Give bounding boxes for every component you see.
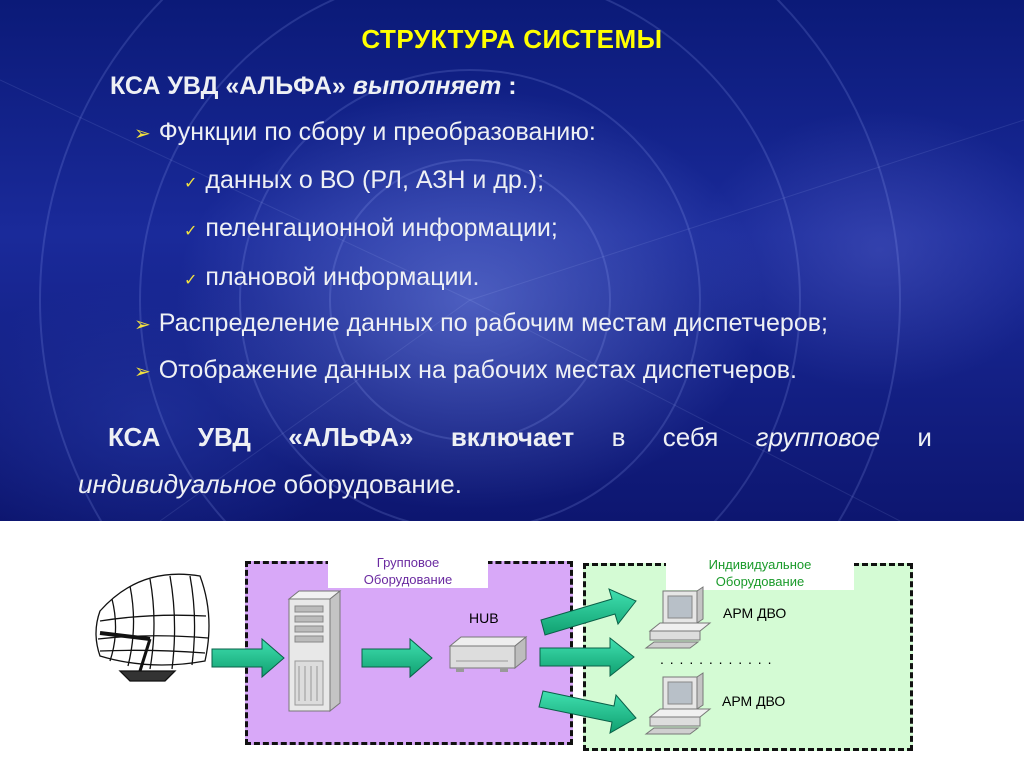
bullet-item: ➢ Распределение данных по рабочим местам … (134, 309, 828, 338)
para-word: включает (450, 422, 575, 452)
para-italic: индивидуальное (78, 469, 277, 499)
slide-header-area: СТРУКТУРА СИСТЕМЫ КСА УВД «АЛЬФА» выполн… (0, 0, 1024, 521)
para-word: УВД (197, 422, 251, 452)
flow-arrow (539, 636, 635, 678)
para-rest: оборудование. (276, 469, 462, 499)
intro-line: КСА УВД «АЛЬФА» выполняет : (110, 72, 517, 101)
workstation-label: АРМ ДВО (722, 693, 786, 709)
server-icon (287, 589, 342, 713)
sub-bullet-item: ✓ пеленгационной информации; (184, 214, 558, 243)
check-bullet-icon: ✓ (184, 175, 198, 192)
para-word: «АЛЬФА» (288, 422, 414, 452)
flow-arrow (538, 690, 637, 734)
arrow-bullet-icon: ➢ (134, 314, 151, 336)
individual-label-line-1: Индивидуальное (708, 557, 812, 572)
computer-icon (644, 672, 712, 735)
group-equipment-label: Групповое Оборудование (328, 554, 488, 588)
hub-label: HUB (469, 610, 499, 626)
individual-label-line-2: Оборудование (715, 574, 805, 589)
intro-italic: выполняет (352, 72, 502, 100)
flow-arrow (361, 637, 433, 679)
bullet-text: Распределение данных по рабочим местам д… (158, 309, 828, 337)
flow-arrow (211, 637, 285, 679)
para-word: групповое (755, 422, 881, 452)
computer-icon (644, 586, 712, 649)
bullet-text: плановой информации. (205, 263, 480, 291)
check-bullet-icon: ✓ (184, 272, 198, 289)
bullet-text: пеленгационной информации; (205, 214, 558, 242)
hub-icon (448, 635, 528, 672)
bullet-text: Функции по сбору и преобразованию: (158, 118, 596, 146)
background-radar-rings (0, 0, 1024, 521)
bullet-item: ➢ Отображение данных на рабочих местах ди… (134, 356, 797, 385)
paragraph-line-1: КСА УВД «АЛЬФА» включает в себя группово… (108, 422, 932, 453)
para-word: себя (662, 422, 719, 452)
antenna-icon (95, 573, 210, 682)
para-word: КСА (108, 422, 161, 452)
equipment-diagram: Групповое Оборудование Индивидуальное Об… (0, 521, 1024, 767)
bullet-text: Отображение данных на рабочих местах дис… (158, 356, 797, 384)
workstation-label: АРМ ДВО (723, 605, 787, 621)
slide-title: СТРУКТУРА СИСТЕМЫ (361, 24, 663, 54)
diagram-graphics (95, 573, 712, 735)
individual-equipment-box: Индивидуальное Оборудование (583, 556, 913, 751)
intro-suffix: : (501, 72, 517, 100)
group-label-line-1: Групповое (376, 555, 440, 570)
ellipsis-dots: . . . . . . . . . . . . (660, 651, 773, 667)
arrow-bullet-icon: ➢ (134, 361, 151, 383)
bullet-text: данных о ВО (РЛ, АЗН и др.); (205, 166, 545, 194)
individual-equipment-label: Индивидуальное Оборудование (666, 556, 854, 590)
sub-bullet-item: ✓ плановой информации. (184, 263, 479, 292)
intro-bold: КСА УВД «АЛЬФА» (110, 72, 346, 100)
check-bullet-icon: ✓ (184, 223, 198, 240)
bullet-item: ➢ Функции по сбору и преобразованию: (134, 118, 596, 147)
para-word: и (917, 422, 932, 452)
group-label-line-2: Оборудование (363, 572, 453, 587)
flow-arrow (540, 588, 637, 636)
paragraph-line-2: индивидуальное оборудование. (78, 469, 462, 500)
sub-bullet-item: ✓ данных о ВО (РЛ, АЗН и др.); (184, 166, 544, 195)
arrow-bullet-icon: ➢ (134, 123, 151, 145)
para-word: в (611, 422, 626, 452)
